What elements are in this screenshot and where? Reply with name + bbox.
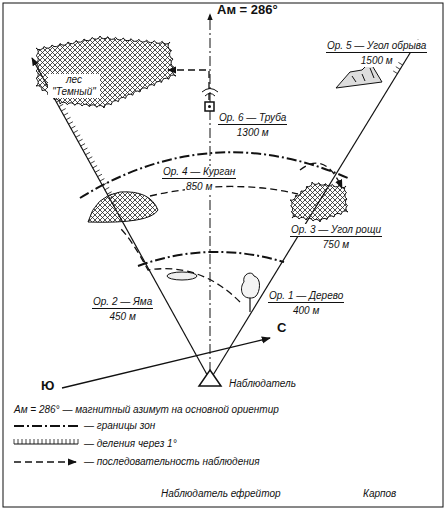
tick [90, 161, 94, 163]
tick [69, 122, 73, 124]
tick [78, 139, 82, 141]
observation-arrow [168, 70, 209, 100]
tick [66, 439, 67, 444]
tick [14, 439, 15, 444]
text-label: С [276, 322, 287, 334]
tick [34, 439, 35, 444]
text-label: Наблюдатель [228, 378, 297, 390]
tick [74, 439, 75, 444]
tick [88, 157, 92, 159]
mound [88, 192, 158, 222]
forest [36, 36, 176, 108]
sector-right [210, 40, 418, 380]
tick [46, 439, 47, 444]
tick [26, 439, 27, 444]
legend-sample-sequence [14, 461, 76, 462]
tick [76, 135, 80, 137]
tick [59, 104, 63, 106]
tick [62, 439, 63, 444]
text-label: Ор. 2 — Яма [92, 296, 153, 309]
legend-text: Aм = 286° — магнитный азимут на основной… [14, 404, 279, 416]
legend-sample-ticks [14, 439, 78, 444]
tick [50, 439, 51, 444]
tick [100, 179, 104, 181]
cliff-shading [352, 68, 374, 82]
text-label: Aм = 286° [216, 4, 279, 16]
smoke-sign [202, 89, 218, 97]
tick [85, 152, 89, 154]
tick [54, 439, 55, 444]
legend-sample-zone [14, 425, 78, 427]
tick [107, 192, 111, 194]
tick [396, 67, 400, 70]
tick [22, 439, 23, 444]
azimuth-line [210, 14, 211, 372]
legend-text: — границы зон [84, 420, 155, 432]
distance-label: 850 м [185, 181, 213, 193]
tick [83, 148, 87, 150]
tick [95, 170, 99, 172]
text-label: Ор. 3 — Угол рощи [290, 224, 382, 237]
observation-arrow [300, 163, 342, 188]
tick [81, 144, 85, 146]
tick [30, 439, 31, 444]
legend-text: — последовательность наблюдения [84, 456, 260, 468]
distance-label: 750 м [322, 239, 350, 251]
text-label: Карпов [362, 488, 397, 500]
tick [18, 439, 19, 444]
tick [42, 439, 43, 444]
tick [70, 439, 71, 444]
tick [71, 126, 75, 128]
tick [73, 130, 77, 132]
text-label: Ю [40, 380, 55, 392]
observation-path [120, 228, 240, 302]
chimney [205, 102, 214, 111]
tick [105, 187, 109, 189]
text-label: Ор. 4 — Курган [162, 166, 236, 179]
text-label: Ор. 5 — Угол обрыва [326, 40, 427, 53]
tick [66, 117, 70, 119]
text-label: Ор. 1 — Дерево [268, 290, 344, 303]
distance-label: 450 м [108, 311, 136, 323]
tick [58, 439, 59, 444]
tick [61, 109, 65, 111]
tick [93, 165, 97, 167]
sector-left [32, 58, 210, 380]
distance-label: 400 м [292, 305, 320, 317]
grove [290, 182, 348, 222]
tick-line [14, 444, 78, 445]
text-label: лес "Темный" [48, 74, 100, 98]
tick [64, 113, 68, 115]
tree-crown [242, 273, 260, 298]
chimney-dot [208, 105, 211, 108]
tick [78, 439, 79, 444]
text-label: Ор. 6 — Труба [218, 112, 287, 125]
legend-text: — деления через 1° [84, 438, 177, 450]
tree-trunk [249, 298, 250, 312]
tick [398, 62, 402, 65]
tick [393, 71, 397, 74]
frame [3, 3, 443, 507]
tick [38, 439, 39, 444]
distance-label: 1500 м [360, 55, 394, 67]
distance-label: 1300 м [236, 127, 270, 139]
observation-path [150, 186, 298, 196]
tick [98, 174, 102, 176]
zone-boundary [138, 252, 284, 266]
observer-triangle [199, 370, 221, 386]
text-label: Наблюдатель ефрейтор [160, 488, 282, 500]
